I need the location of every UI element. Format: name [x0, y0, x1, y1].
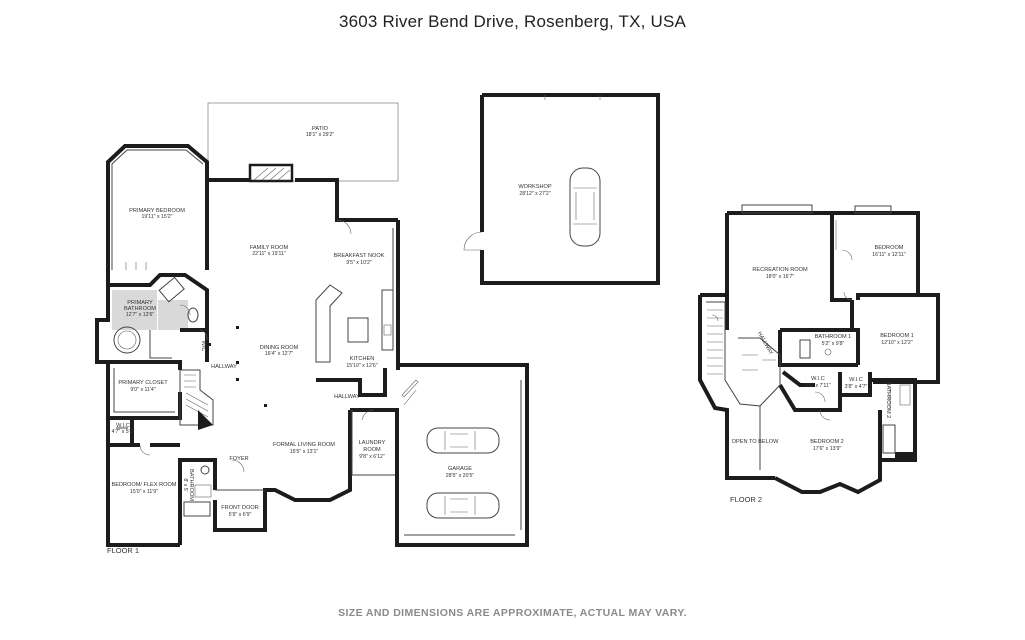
recreation-label: RECREATION ROOM [752, 267, 808, 273]
main-left-wall [95, 270, 180, 547]
garage-dim: 28'5" x 20'5" [446, 473, 475, 479]
kitchen-island [347, 317, 369, 343]
bedroom-2-wall [774, 410, 882, 495]
bedroom-1-label: BEDROOM 1 [880, 333, 914, 339]
workshop-plan: WORKSHOP 28'12" x 27'2" [463, 93, 660, 285]
formal-living-label: FORMAL LIVING ROOM [273, 442, 335, 448]
family-room-top-wall [207, 178, 398, 222]
laundry-label-2: ROOM [363, 447, 381, 453]
primary-bathroom-label-2: BATHROOM [124, 306, 156, 312]
kitchen-dim: 15'10" x 12'6" [346, 363, 377, 369]
bathroom-1-wall [778, 300, 860, 367]
floor-1-label: FLOOR 1 [107, 546, 139, 555]
workshop-wall [480, 93, 660, 285]
wic-label: W.I.C [116, 423, 130, 429]
bathroom-1-dim: 5'2" x 9'8" [822, 341, 845, 347]
floor-2-plan: FLOOR 2 [698, 204, 940, 504]
bath-wall [178, 458, 217, 545]
bedroom-dim: 16'11" x 12'11" [872, 252, 906, 258]
primary-bathroom-dim: 12'7" x 13'6" [126, 312, 155, 318]
front-wall [213, 410, 352, 532]
wc-wall [180, 328, 209, 362]
small-bath-dim: 8' x 5' [182, 478, 188, 491]
family-room-dim: 22'11" x 19'11" [252, 251, 286, 257]
garage-car-1 [426, 427, 500, 454]
primary-bedroom-label: PRIMARY BEDROOM [129, 208, 185, 214]
primary-closet-label: PRIMARY CLOSET [118, 380, 168, 386]
stair-wall [698, 293, 775, 480]
primary-bathroom-label-1: PRIMARY [127, 300, 153, 306]
closet-bottom-wall [108, 392, 182, 420]
patio-dim: 18'1" x 29'2" [306, 132, 335, 138]
primary-bath-floor [112, 290, 157, 330]
kitchen-label: KITCHEN [350, 356, 375, 362]
breakfast-nook-dim: 9'5" x 10'2" [346, 260, 372, 266]
formal-living-dim: 15'5" x 13'1" [290, 449, 319, 455]
floor-1-labels: PATIO 18'1" x 29'2" PRIMARY BEDROOM 19'1… [112, 126, 475, 518]
dining-room-dim: 16'4" x 12'7" [265, 351, 294, 357]
workshop-dim: 28'12" x 27'2" [519, 191, 550, 197]
fireplace [248, 163, 294, 183]
patio-label: PATIO [312, 126, 329, 132]
garage-wall [395, 363, 529, 547]
bathroom-2-label: BATHROOM 2 [885, 382, 891, 419]
workshop-label: WORKSHOP [518, 184, 552, 190]
hallway-left-label: HALLWAY [211, 364, 237, 370]
wic-walls [781, 370, 872, 397]
wic-dim: 4'7" x 5'0" [112, 429, 135, 435]
laundry-label-1: LAUNDRY [359, 440, 386, 446]
recreation-wall [727, 211, 852, 302]
front-door-dim: 5'9" x 6'9" [229, 512, 252, 518]
kitchen-wall [316, 368, 387, 397]
small-bath-tub [183, 501, 211, 517]
wic-2-label: W.I.C [849, 377, 863, 383]
bathtub [113, 326, 141, 354]
primary-bath-wall [108, 273, 209, 330]
open-below-label: OPEN TO BELOW [732, 439, 779, 445]
bedroom-1-dim: 12'10" x 12'2" [881, 340, 912, 346]
bathroom-2-counter [895, 452, 915, 460]
garage-label: GARAGE [448, 466, 472, 472]
garage-car-2 [426, 492, 500, 519]
bedroom-flex-label: BEDROOM/ FLEX ROOM [112, 482, 177, 488]
laundry-wall [350, 408, 399, 475]
laundry-dim: 9'8" x 6'12" [359, 454, 385, 460]
bathroom-1-label: BATHROOM 1 [815, 334, 852, 340]
page-title: 3603 River Bend Drive, Rosenberg, TX, US… [338, 12, 687, 31]
hallway-2-label: HALLWAY [756, 331, 774, 356]
recreation-dim: 18'0" x 16'7" [766, 274, 795, 280]
closet-top-wall [108, 360, 182, 370]
wic-1-dim: 5'6" x 7'11" [805, 383, 830, 389]
bathroom-2-wall [870, 378, 917, 462]
foyer-label: FOYER [229, 456, 248, 462]
bedroom-flex-dim: 15'0" x 11'9" [130, 489, 158, 495]
primary-bedroom-dim: 19'11" x 15'2" [142, 214, 173, 220]
bedroom-2-dim: 17'6" x 13'9" [813, 446, 842, 452]
hallway-right-label: HALLWAY [334, 394, 360, 400]
front-door-label: FRONT DOOR [221, 505, 259, 511]
wic-1-label: W.I.C [811, 376, 825, 382]
disclaimer: SIZE AND DIMENSIONS ARE APPROXIMATE, ACT… [338, 607, 687, 619]
floor-2-label: FLOOR 2 [730, 495, 762, 504]
dining-room-label: DINING ROOM [260, 345, 299, 351]
small-bath-label: BATHROOM [188, 469, 194, 501]
wic-2-dim: 3'8" x 4'7" [845, 384, 868, 390]
floor-1-plan: FLOOR 1 [95, 102, 529, 555]
primary-closet-dim: 9'0" x 11'4" [130, 387, 155, 393]
workshop-car [569, 167, 601, 247]
bedroom-label: BEDROOM [875, 245, 904, 251]
patio-outline [207, 102, 399, 182]
wc-label: W/C [200, 341, 206, 352]
family-room-label: FAMILY ROOM [250, 245, 289, 251]
floor-2-labels: RECREATION ROOM 18'0" x 16'7" BEDROOM 16… [732, 245, 914, 452]
breakfast-nook-label: BREAKFAST NOOK [334, 253, 385, 259]
bedroom-2-label: BEDROOM 2 [810, 439, 844, 445]
